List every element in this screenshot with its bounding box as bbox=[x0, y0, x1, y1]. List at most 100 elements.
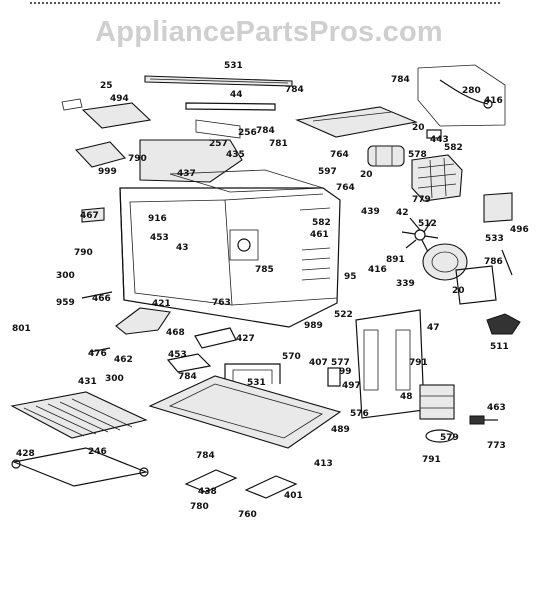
part-number-label: 764 bbox=[330, 150, 349, 160]
part-number-label: 461 bbox=[310, 230, 329, 240]
part-number-label: 582 bbox=[312, 218, 331, 228]
part-number-label: 476 bbox=[88, 349, 107, 359]
part-number-label: 407 bbox=[309, 358, 328, 368]
rod-533-part bbox=[501, 249, 513, 276]
part-number-label: 784 bbox=[285, 85, 304, 95]
part-number-label: 256 bbox=[238, 128, 257, 138]
part-number-label: 781 bbox=[269, 139, 288, 149]
oven-cavity-part bbox=[119, 169, 341, 328]
part-number-label: 443 bbox=[430, 135, 449, 145]
panel-494-part bbox=[61, 98, 152, 129]
top-cover-part bbox=[144, 75, 293, 87]
panel-438-part bbox=[184, 469, 238, 493]
fan-blade-512-part bbox=[401, 217, 439, 253]
part-number-label: 999 bbox=[98, 167, 117, 177]
part-number-label: 512 bbox=[418, 219, 437, 229]
part-number-label: 511 bbox=[490, 342, 509, 352]
waveguide-437-part bbox=[139, 119, 243, 183]
bracket-20-part bbox=[455, 265, 497, 305]
part-number-label: 280 bbox=[462, 86, 481, 96]
part-number-label: 20 bbox=[360, 170, 373, 180]
part-468 bbox=[194, 327, 237, 349]
part-number-label: 597 bbox=[318, 167, 337, 177]
strip-466-part bbox=[81, 291, 113, 299]
harness-box-part bbox=[417, 64, 506, 127]
part-number-label: 466 bbox=[92, 294, 111, 304]
part-number-label: 468 bbox=[166, 328, 185, 338]
part-number-label: 431 bbox=[78, 377, 97, 387]
part-number-label: 531 bbox=[247, 378, 266, 388]
part-number-label: 467 bbox=[80, 211, 99, 221]
part-number-label: 784 bbox=[256, 126, 275, 136]
part-number-label: 582 bbox=[444, 143, 463, 153]
part-number-label: 579 bbox=[440, 433, 459, 443]
part-number-label: 891 bbox=[386, 255, 405, 265]
part-number-label: 763 bbox=[212, 298, 231, 308]
part-number-label: 463 bbox=[487, 403, 506, 413]
plate-999-part bbox=[74, 141, 127, 168]
part-number-label: 784 bbox=[178, 372, 197, 382]
part-number-label: 790 bbox=[128, 154, 147, 164]
switch-497-part bbox=[327, 367, 341, 387]
part-number-label: 439 bbox=[361, 207, 380, 217]
part-number-label: 785 bbox=[255, 265, 274, 275]
connector-511-part bbox=[486, 313, 521, 335]
part-number-label: 570 bbox=[282, 352, 301, 362]
part-number-label: 790 bbox=[74, 248, 93, 258]
part-number-label: 257 bbox=[209, 139, 228, 149]
part-number-label: 773 bbox=[487, 441, 506, 451]
motor-578-part bbox=[367, 145, 405, 167]
part-number-label: 780 bbox=[190, 502, 209, 512]
part-number-label: 453 bbox=[168, 350, 187, 360]
part-number-label: 764 bbox=[336, 183, 355, 193]
part-number-label: 48 bbox=[400, 392, 413, 402]
part-number-label: 577 bbox=[331, 358, 350, 368]
capacitor-579-part bbox=[425, 429, 455, 443]
part-number-label: 791 bbox=[422, 455, 441, 465]
part-number-label: 578 bbox=[408, 150, 427, 160]
part-number-label: 438 bbox=[198, 487, 217, 497]
part-number-label: 760 bbox=[238, 510, 257, 520]
part-number-label: 959 bbox=[56, 298, 75, 308]
part-number-label: 531 bbox=[224, 61, 243, 71]
part-number-label: 99 bbox=[339, 367, 352, 377]
rack-431-part bbox=[10, 391, 148, 439]
sheet-496-part bbox=[483, 192, 513, 223]
rail-44-part bbox=[185, 102, 276, 111]
part-number-label: 533 bbox=[485, 234, 504, 244]
part-number-label: 522 bbox=[334, 310, 353, 320]
part-number-label: 494 bbox=[110, 94, 129, 104]
part-number-label: 784 bbox=[196, 451, 215, 461]
part-number-label: 784 bbox=[391, 75, 410, 85]
top-right-cover-part bbox=[295, 106, 418, 138]
part-number-label: 42 bbox=[396, 208, 409, 218]
plate-453-part bbox=[166, 353, 212, 373]
part-number-label: 779 bbox=[412, 195, 431, 205]
part-number-label: 428 bbox=[16, 449, 35, 459]
base-pan-413-part bbox=[148, 375, 342, 449]
part-number-label: 43 bbox=[176, 243, 189, 253]
diode-463-part bbox=[469, 415, 498, 425]
part-number-label: 576 bbox=[350, 409, 369, 419]
part-number-label: 496 bbox=[510, 225, 529, 235]
bracket-443-part bbox=[426, 129, 442, 139]
part-number-label: 489 bbox=[331, 425, 350, 435]
part-number-label: 20 bbox=[412, 123, 425, 133]
part-number-label: 791 bbox=[409, 358, 428, 368]
fan-cage-582-part bbox=[411, 154, 463, 202]
part-number-label: 401 bbox=[284, 491, 303, 501]
part-number-label: 427 bbox=[236, 334, 255, 344]
part-number-label: 786 bbox=[484, 257, 503, 267]
part-number-label: 300 bbox=[105, 374, 124, 384]
part-number-label: 435 bbox=[226, 150, 245, 160]
panel-401-part bbox=[244, 475, 298, 499]
part-number-label: 989 bbox=[304, 321, 323, 331]
part-number-label: 300 bbox=[56, 271, 75, 281]
part-number-label: 339 bbox=[396, 279, 415, 289]
transformer-48-part bbox=[419, 384, 455, 420]
tray-246-part bbox=[11, 447, 149, 487]
strip-476-part bbox=[89, 347, 111, 353]
watermark-text: AppliancePartsPros.com bbox=[95, 16, 443, 48]
